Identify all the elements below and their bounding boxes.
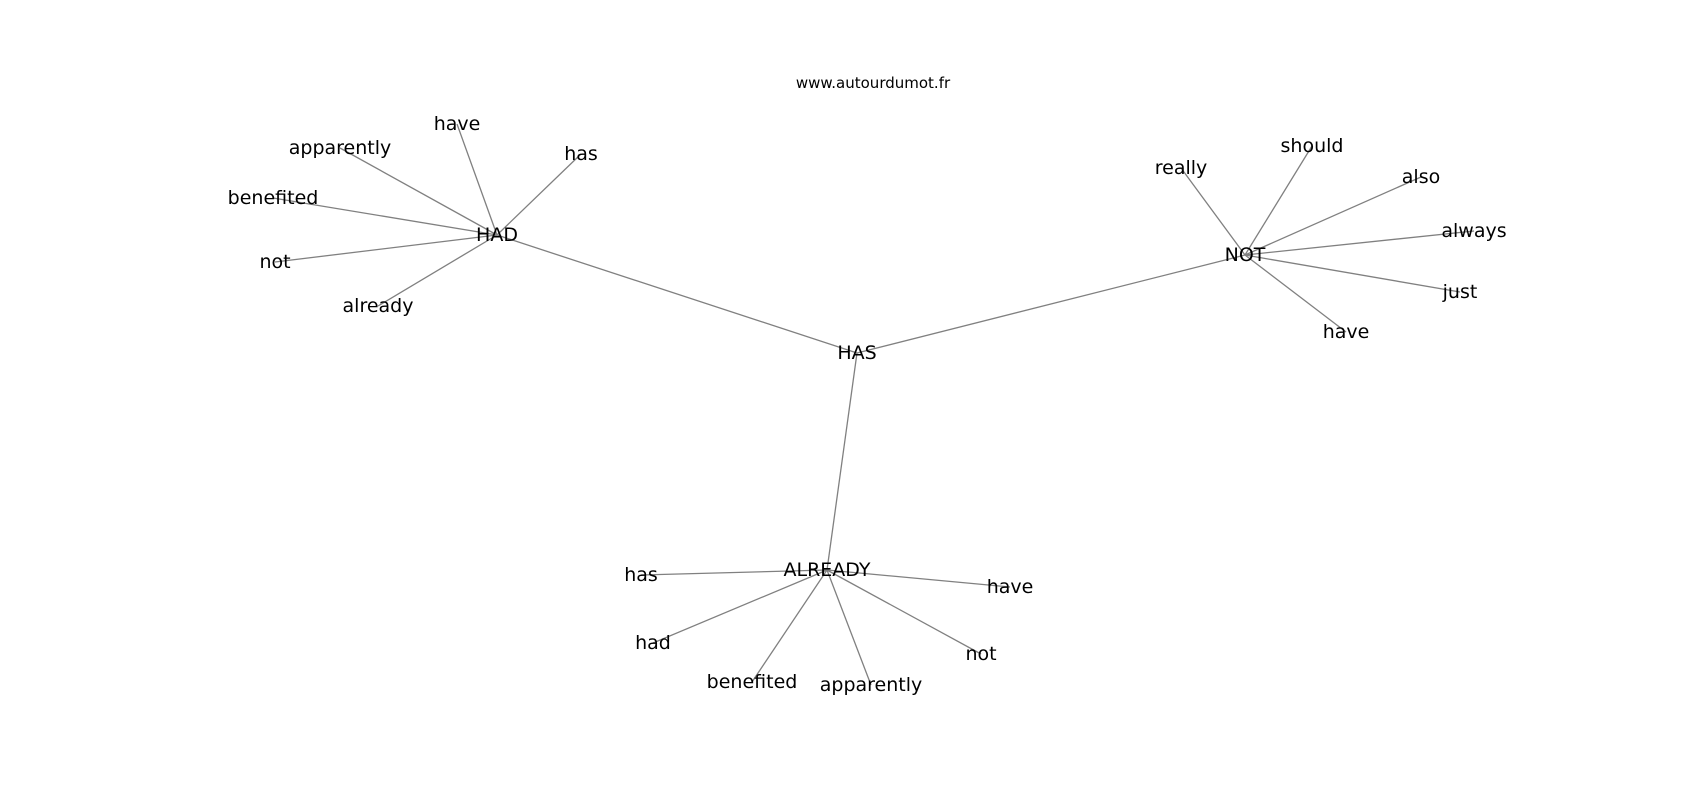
node-leaf-not-really: really <box>1155 157 1208 179</box>
node-leaf-not-always: always <box>1441 220 1506 242</box>
node-hub-already: ALREADY <box>784 559 871 581</box>
node-leaf-not-should: should <box>1281 135 1344 157</box>
node-leaf-already-apparently: apparently <box>820 674 923 696</box>
edge-had-apparently <box>339 147 498 236</box>
edge-had-benefited <box>272 197 498 236</box>
node-leaf-already-had: had <box>635 632 671 654</box>
node-center-has: HAS <box>837 342 876 364</box>
node-leaf-had-not: not <box>259 251 290 273</box>
node-leaf-had-has: has <box>564 143 598 165</box>
edge-already-not <box>826 569 982 655</box>
graph-edges <box>272 123 1475 686</box>
node-leaf-not-also: also <box>1402 166 1440 188</box>
edge-has-had <box>496 234 858 354</box>
node-leaf-had-apparently: apparently <box>289 137 392 159</box>
edge-not-really <box>1180 167 1246 256</box>
edge-already-has <box>640 569 828 576</box>
edge-not-also <box>1244 176 1422 256</box>
node-leaf-already-have: have <box>987 576 1034 598</box>
node-leaf-not-have: have <box>1323 321 1370 343</box>
edge-not-should <box>1244 145 1313 256</box>
edge-has-already <box>826 352 858 571</box>
edge-not-always <box>1244 230 1475 256</box>
edge-already-had <box>652 569 828 644</box>
edge-had-already <box>377 234 498 307</box>
node-leaf-already-not: not <box>965 643 996 665</box>
node-hub-not: NOT <box>1225 244 1266 266</box>
edge-already-have <box>826 569 1011 588</box>
node-leaf-already-benefited: benefited <box>707 671 798 693</box>
edge-has-not <box>856 254 1246 354</box>
node-leaf-had-already: already <box>343 295 414 317</box>
node-leaf-already-has: has <box>624 564 658 586</box>
edge-already-apparently <box>826 569 872 686</box>
node-hub-had: HAD <box>476 224 518 246</box>
node-leaf-had-have: have <box>434 113 481 135</box>
source-watermark: www.autourdumot.fr <box>796 74 951 92</box>
edge-not-just <box>1244 254 1461 293</box>
edge-had-have <box>456 123 498 236</box>
edge-had-not <box>274 234 498 263</box>
node-leaf-had-benefited: benefited <box>228 187 319 209</box>
node-leaf-not-just: just <box>1442 281 1478 303</box>
edge-had-has <box>496 153 582 236</box>
edge-already-benefited <box>751 569 828 683</box>
edge-not-have <box>1244 254 1347 333</box>
graph-labels: HAS HAD have apparently has benefited not alrea… <box>228 113 1507 696</box>
